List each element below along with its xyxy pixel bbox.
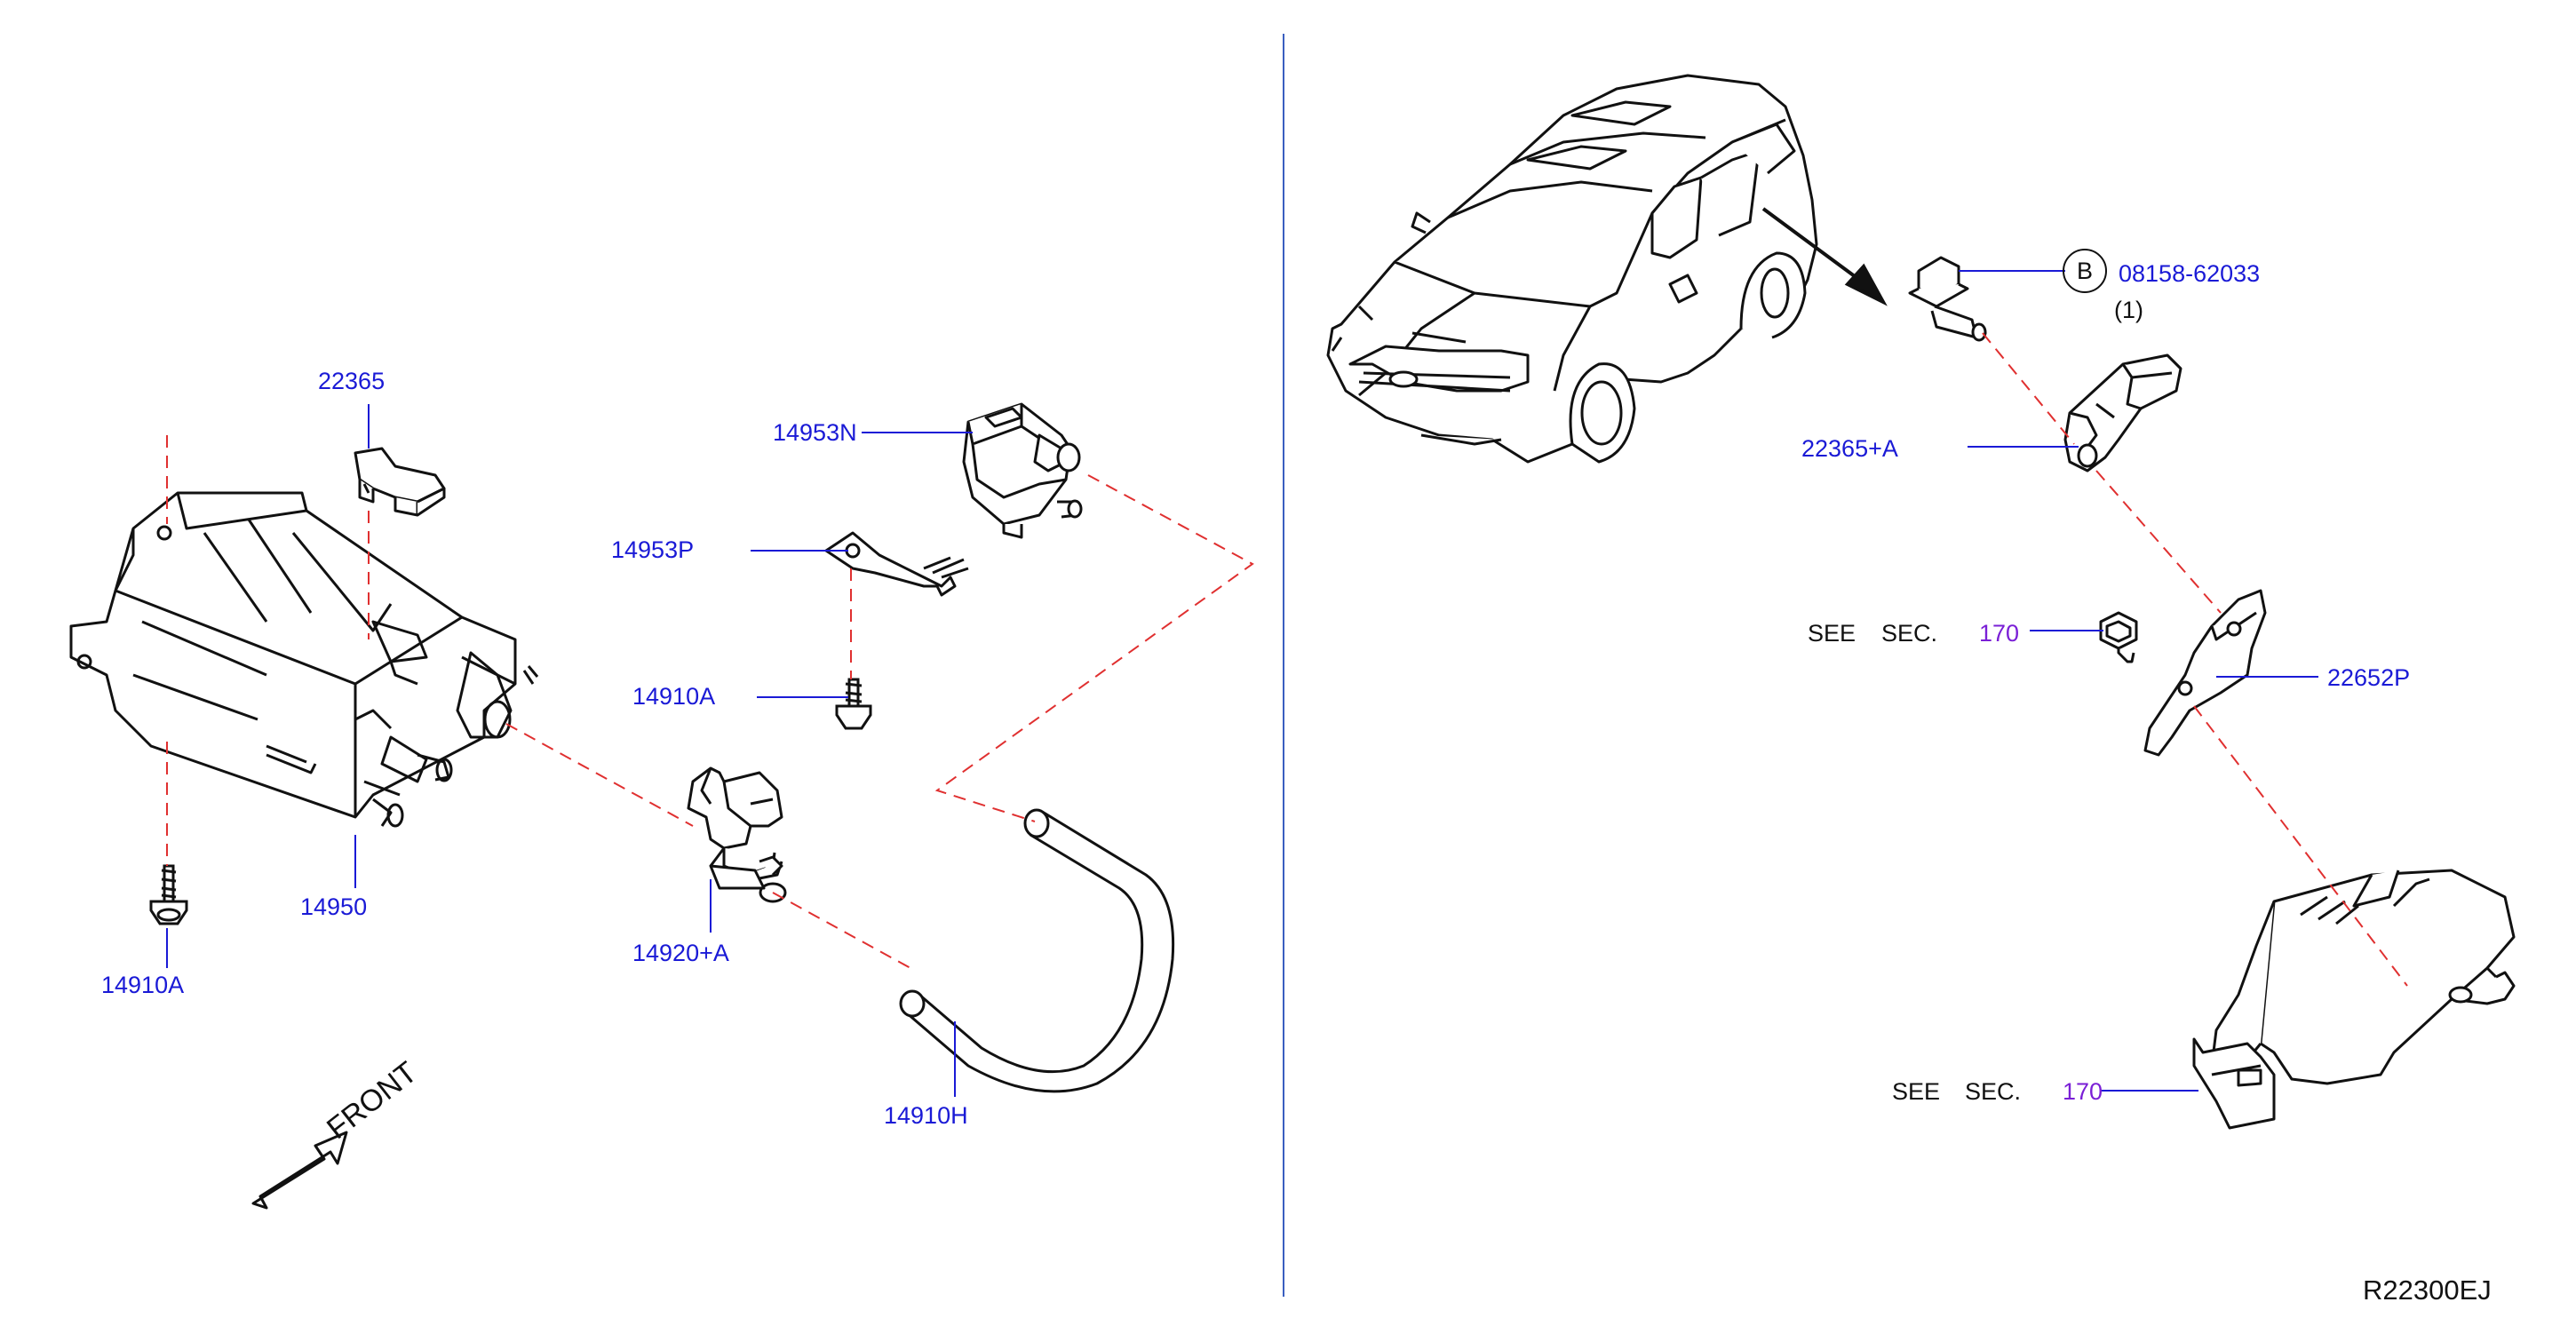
label-14953n: 14953N	[773, 419, 857, 446]
right-dashed-guides	[1982, 332, 2408, 987]
label-22365: 22365	[318, 368, 386, 394]
valve-14953n-drawing	[962, 402, 1083, 539]
bolt-14910a-left-drawing	[149, 864, 188, 925]
sec-label-1: SEC.	[1881, 620, 1938, 647]
right-leaders	[1959, 270, 2318, 1092]
label-14920a: 14920+A	[632, 940, 729, 966]
bolt-sec170-drawing	[2099, 611, 2138, 663]
vehicle-drawing	[1326, 74, 1818, 464]
sec-label-2: SEC.	[1965, 1078, 2022, 1105]
label-14953p: 14953P	[611, 536, 695, 563]
bolt-callout-circle: B	[2063, 249, 2107, 293]
sensor-22365a-drawing	[2063, 353, 2182, 472]
sec-number-1: 170	[1979, 620, 2020, 647]
canister-14950-drawing	[69, 491, 539, 828]
front-arrow-icon	[251, 1131, 348, 1210]
diagram-code: R22300EJ	[2363, 1274, 2492, 1306]
hose-14910h-drawing	[899, 808, 1175, 1093]
bolt-14910a-mid-drawing	[835, 678, 872, 730]
sec-number-2: 170	[2063, 1078, 2103, 1105]
sensor-22365-drawing	[354, 447, 446, 517]
label-22365a: 22365+A	[1801, 435, 1898, 462]
bolt-08158-drawing	[1908, 256, 1987, 342]
see-label-1: SEE	[1808, 620, 1856, 647]
label-14950: 14950	[300, 893, 368, 920]
label-14910a-left: 14910A	[101, 972, 185, 998]
label-22652p: 22652P	[2327, 664, 2411, 691]
bracket-22652p-drawing	[2143, 589, 2267, 757]
left-leaders	[166, 404, 973, 1097]
valve-14920a-drawing	[687, 766, 787, 903]
vehicle-pointer-arrow	[1761, 207, 1888, 306]
label-08158-62033: 08158-62033	[2119, 260, 2261, 287]
control-module-drawing	[2192, 869, 2516, 1130]
see-label-2: SEE	[1892, 1078, 1941, 1105]
label-14910h: 14910H	[884, 1102, 968, 1129]
label-14910a-mid: 14910A	[632, 683, 716, 710]
label-qty-1: (1)	[2114, 297, 2143, 323]
front-label: FRONT	[320, 1055, 424, 1147]
left-dashed-guides	[166, 435, 1254, 969]
